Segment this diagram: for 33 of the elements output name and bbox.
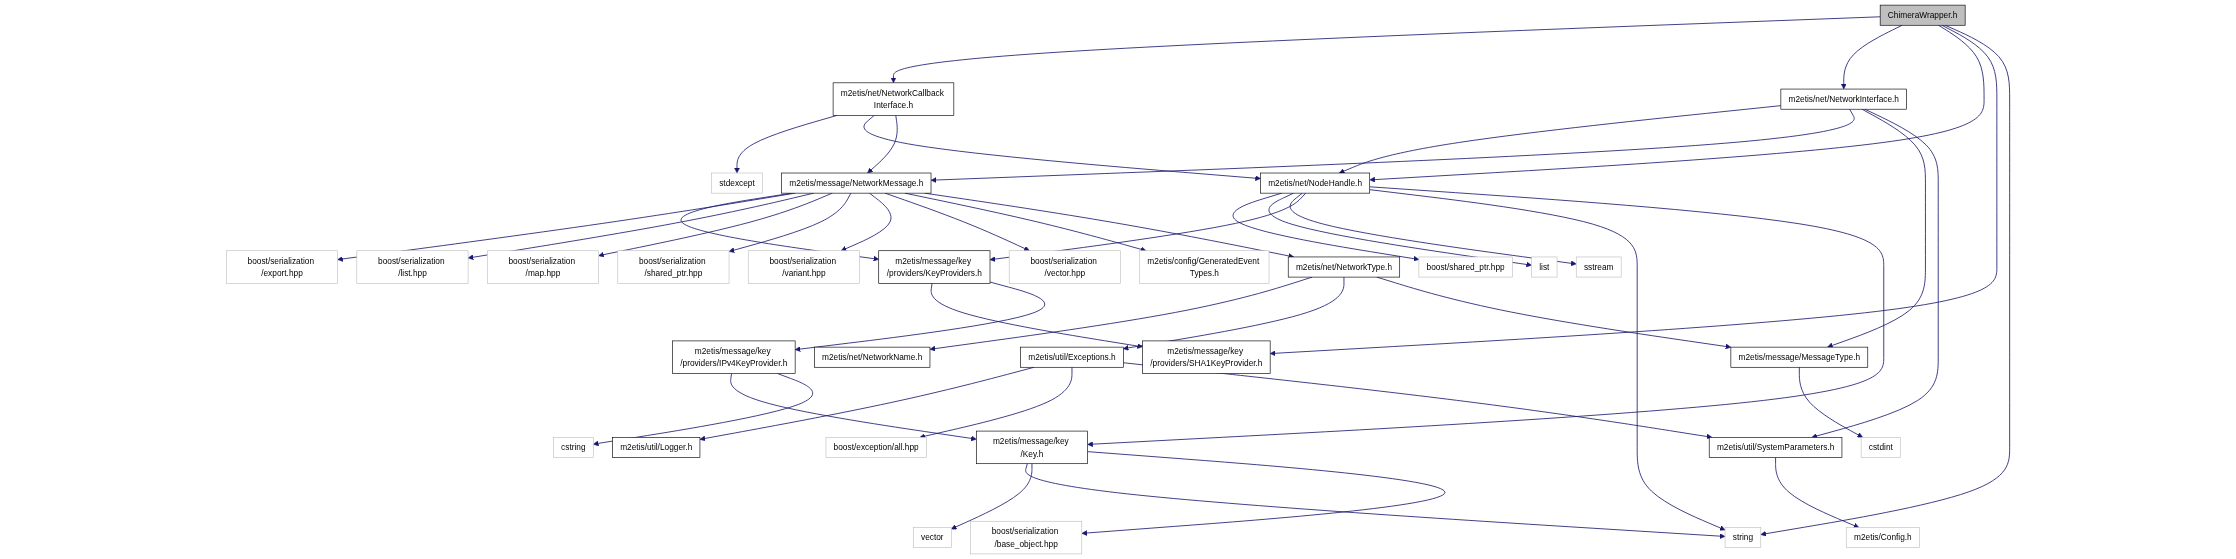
node-box: m2etis/message/key /providers/SHA1KeyProvider.h [1142, 340, 1271, 374]
node-box: vector [913, 527, 952, 548]
node-box: m2etis/util/Exceptions.h [1020, 346, 1124, 368]
node-box: m2etis/net/NetworkType.h [1287, 256, 1401, 278]
node-box: list [1531, 256, 1558, 278]
node-box: m2etis/message/key /providers/IPv4KeyProvider.h [672, 340, 796, 374]
node-box: m2etis/net/NetworkInterface.h [1780, 88, 1907, 110]
node-box: m2etis/net/NodeHandle.h [1260, 172, 1370, 194]
node-box: m2etis/config/GeneratedEvent Types.h [1139, 250, 1270, 284]
node-box: m2etis/message/key /providers/KeyProviders.h [878, 250, 991, 284]
node-box: m2etis/net/NetworkCallback Interface.h [832, 82, 955, 116]
node-box: m2etis/util/SystemParameters.h [1708, 437, 1843, 458]
node-box: boost/serialization /export.hpp [226, 250, 338, 284]
node-box: boost/serialization /variant.hpp [747, 250, 860, 284]
node-box: string [1724, 527, 1762, 548]
node-box: boost/exception/all.hpp [825, 437, 927, 458]
node-box: sstream [1575, 256, 1622, 278]
node-box: ChimeraWrapper.h [1879, 4, 1966, 26]
node-box: m2etis/Config.h [1845, 527, 1920, 548]
node-box: stdexcept [711, 172, 763, 194]
node-box: boost/serialization /vector.hpp [1008, 250, 1121, 284]
node-box: cstring [553, 437, 594, 458]
node-box: m2etis/message/MessageType.h [1730, 346, 1869, 368]
node-box: m2etis/net/NetworkName.h [814, 346, 931, 368]
node-box: boost/serialization /shared_ptr.hpp [617, 250, 730, 284]
node-box: boost/serialization /base_object.hpp [970, 520, 1083, 555]
node-box: m2etis/message/key /Key.h [976, 430, 1088, 464]
node-box: cstdint [1860, 437, 1901, 458]
node-box: boost/shared_ptr.hpp [1418, 256, 1513, 278]
node-box: boost/serialization /list.hpp [356, 250, 469, 284]
node-box: m2etis/message/NetworkMessage.h [781, 172, 932, 194]
node-box: boost/serialization /map.hpp [486, 250, 599, 284]
node-box: m2etis/util/Logger.h [612, 437, 701, 458]
